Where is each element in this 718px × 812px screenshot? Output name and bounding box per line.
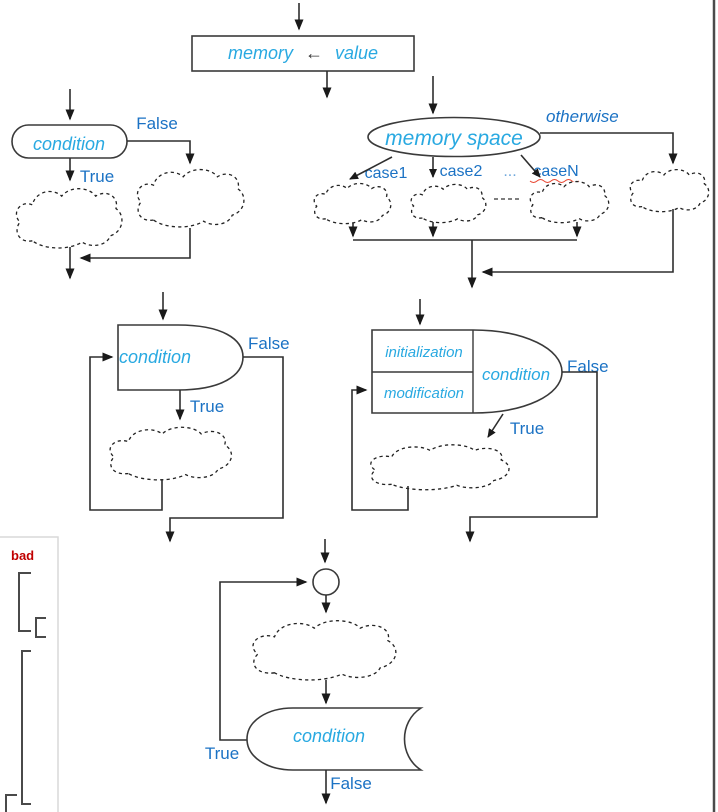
- if-false-cloud: [136, 168, 245, 228]
- switch-ellipsis-label: ...: [503, 163, 516, 180]
- dowhile-condition-label: condition: [293, 726, 365, 746]
- for-initialization-label: initialization: [385, 344, 463, 361]
- assignment-construct: memory ← value: [191, 3, 415, 99]
- while-false-label: False: [248, 334, 290, 353]
- switch-selector-label: memory space: [385, 127, 523, 150]
- caseN-spellcheck-squiggle: [529, 179, 580, 183]
- dowhile-false-label: False: [330, 774, 372, 793]
- case1-cloud: [313, 182, 392, 225]
- caseN-cloud: [529, 181, 610, 224]
- dowhile-true-label: True: [205, 744, 239, 763]
- assignment-label: memory ← value: [228, 43, 378, 63]
- otherwise-cloud: [629, 169, 710, 213]
- if-condition-label: condition: [33, 134, 105, 154]
- for-true-label: True: [510, 419, 544, 438]
- while-loopback-arrow: [89, 352, 163, 511]
- bracket-sketch-4: [5, 794, 17, 812]
- while-true-label: True: [190, 397, 224, 416]
- switch-caseN-label: caseN: [533, 163, 578, 180]
- switch-case1-label: case1: [365, 165, 408, 182]
- if-false-arrow: [127, 140, 195, 165]
- for-condition-label: condition: [482, 365, 550, 384]
- switch-caseN-arrow: [520, 154, 541, 178]
- switch-otherwise-arrow: [540, 132, 678, 165]
- for-loop-construct: initialization modification condition Fa…: [351, 299, 609, 543]
- if-merge-arrow: [79, 228, 191, 263]
- for-body-cloud: [369, 443, 510, 491]
- while-loop-construct: condition False True: [89, 292, 290, 543]
- dowhile-junction-circle: [312, 568, 340, 596]
- while-condition-shape: [117, 324, 244, 391]
- case2-cloud: [410, 183, 487, 224]
- dowhile-loopback-arrow: [219, 577, 308, 741]
- switch-otherwise-label: otherwise: [546, 107, 619, 126]
- otherwise-merge-arrow: [481, 209, 674, 277]
- do-while-construct: condition True False: [205, 539, 424, 805]
- bracket-sketch-2: [35, 617, 46, 638]
- if-true-label: True: [80, 167, 114, 186]
- switch-selector-shape: [367, 116, 541, 158]
- dowhile-condition-shape: [246, 707, 424, 771]
- for-shape-dividers: [372, 330, 474, 413]
- while-body-cloud: [109, 426, 233, 481]
- switch-case2-label: case2: [440, 163, 483, 180]
- dowhile-body-cloud: [252, 619, 397, 681]
- for-modification-label: modification: [384, 385, 464, 402]
- bad-label: bad: [11, 548, 34, 563]
- bracket-sketch-1: [18, 572, 31, 632]
- switch-case1-arrow: [349, 156, 393, 180]
- if-false-label: False: [136, 114, 178, 133]
- while-condition-label: condition: [119, 347, 191, 367]
- if-true-cloud: [15, 187, 123, 249]
- assignment-box: [191, 35, 415, 72]
- for-false-arrow: [465, 371, 598, 543]
- bad-panel-border: [0, 536, 59, 812]
- bracket-sketch-3: [21, 650, 31, 805]
- if-else-construct: condition False True: [11, 89, 245, 280]
- while-false-arrow: [165, 356, 284, 543]
- for-true-arrow: [487, 413, 504, 438]
- bad-panel: bad: [0, 536, 59, 812]
- for-false-label: False: [567, 357, 609, 376]
- for-loopback-arrow: [351, 385, 409, 511]
- switch-construct: memory space otherwise case1 case2 ... c…: [313, 76, 710, 289]
- bad-panel-bg: [0, 537, 58, 812]
